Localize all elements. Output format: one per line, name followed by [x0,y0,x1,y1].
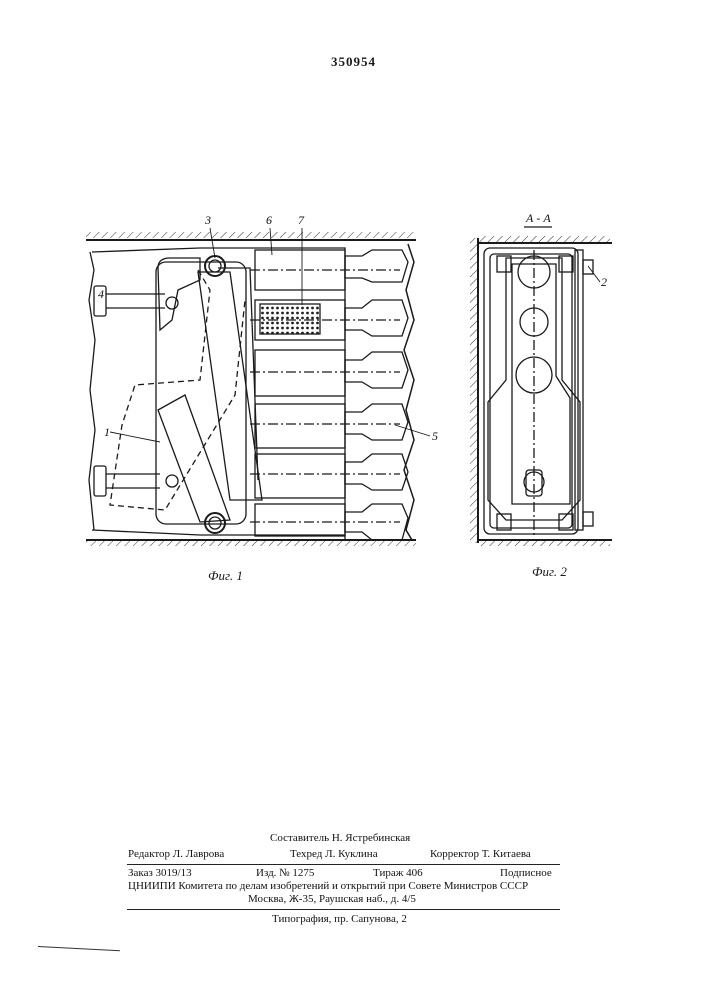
corrector-credit: Корректор Т. Китаева [430,848,531,861]
callout-3: 3 [204,213,211,227]
divider-top [127,864,560,865]
divider-bottom [127,909,560,910]
figure-2-caption: Фиг. 2 [532,564,567,580]
section-label: А - А [525,211,551,225]
callout-2: 2 [601,275,607,289]
compiler-credit: Составитель Н. Ястребинская [270,832,410,845]
order-number: Заказ 3019/13 [128,867,192,880]
figure-2-callouts: 2 [588,266,607,289]
callout-7: 7 [298,213,305,227]
printer: Типография, пр. Сапунова, 2 [272,913,407,926]
callout-5: 5 [432,429,438,443]
circulation: Тираж 406 [373,867,423,880]
subscription-note: Подписное [500,867,552,880]
figure-1-drawing [86,232,416,546]
editor-credit: Редактор Л. Лаврова [128,848,224,861]
figure-2-drawing: А - А [470,211,612,546]
callout-4: 4 [98,287,104,301]
figure-1-caption: Фиг. 1 [208,568,243,584]
callout-1: 1 [104,425,110,439]
publisher-org: ЦНИИПИ Комитета по делам изобретений и о… [128,880,528,893]
publisher-address: Москва, Ж-35, Раушская наб., д. 4/5 [248,893,416,906]
edition-number: Изд. № 1275 [256,867,314,880]
techred-credit: Техред Л. Куклина [290,848,378,861]
callout-6: 6 [266,213,272,227]
